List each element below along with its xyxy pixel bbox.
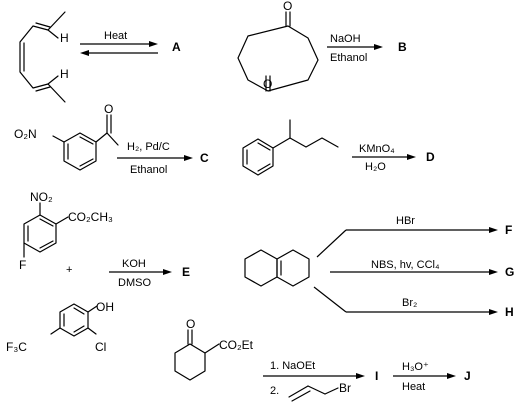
step-1-naoet: 1. NaOEt	[270, 360, 315, 372]
product-label-a: A	[172, 40, 181, 54]
bromine-label: Br	[339, 381, 351, 395]
nitroacetophenone-molecule: O₂N O	[14, 102, 119, 171]
reagent-h2-pdc: H₂, Pd/C	[127, 141, 170, 153]
ketoester-molecule: O CO₂Et	[174, 317, 254, 381]
nitro-group-label: O₂N	[14, 127, 37, 141]
reagent-h3o: H₃O⁺	[402, 361, 429, 373]
octahydronaphthalene-molecule	[244, 249, 310, 287]
reagent-br2: Br₂	[402, 297, 417, 309]
condition-heat-1: Heat	[104, 30, 127, 42]
oxygen-label-top: O	[283, 0, 292, 13]
cyclodecanedione-molecule: O O	[237, 0, 319, 92]
product-label-j: J	[464, 369, 471, 383]
ketone-oxygen-label: O	[186, 317, 195, 331]
nitro-group-label-2: NO₂	[30, 190, 53, 204]
hydroxyl-label: OH	[96, 300, 114, 314]
carbonyl-oxygen-label: O	[104, 102, 113, 116]
solvent-water: H₂O	[365, 161, 386, 173]
hydrogen-label-bottom: H	[60, 67, 69, 81]
trifluoromethyl-chlorophenol-molecule: OH Cl F₃C	[6, 300, 114, 354]
product-label-d: D	[426, 150, 435, 164]
solvent-dmso: DMSO	[118, 277, 151, 289]
product-label-c: C	[200, 151, 209, 165]
chlorine-label: Cl	[95, 340, 106, 354]
solvent-ethanol-2: Ethanol	[130, 164, 167, 176]
product-label-g: G	[505, 265, 514, 279]
allyl-bromide-molecule: Br	[288, 381, 351, 402]
plus-sign: +	[66, 264, 72, 276]
product-label-b: B	[398, 40, 407, 54]
phenylpentane-molecule	[242, 119, 339, 176]
reagent-kmno4: KMnO₄	[359, 143, 395, 155]
product-label-h: H	[505, 305, 514, 319]
reagent-nbs: NBS, hv, CCl₄	[371, 259, 440, 271]
step-2-label: 2.	[270, 385, 279, 397]
equilibrium-arrow-1	[80, 41, 158, 56]
oxygen-label-bottom: O	[263, 77, 272, 91]
product-label-i: I	[375, 369, 378, 383]
triene-molecule: H H	[19, 11, 69, 103]
reagent-koh: KOH	[122, 258, 146, 270]
methyl-ester-label: CO₂CH₃	[68, 210, 113, 224]
solvent-ethanol-1: Ethanol	[330, 52, 367, 64]
trifluoromethyl-label: F₃C	[6, 340, 27, 354]
reagent-naoh: NaOH	[330, 33, 361, 45]
reagent-hbr: HBr	[396, 215, 415, 227]
ethyl-ester-label: CO₂Et	[219, 338, 254, 352]
condition-heat-2: Heat	[402, 381, 425, 393]
product-label-f: F	[505, 223, 512, 237]
product-label-e: E	[182, 265, 190, 279]
hydrogen-label-top: H	[60, 31, 69, 45]
fluorine-label: F	[19, 258, 26, 272]
fluoronitrobenzoate-molecule: NO₂ CO₂CH₃ F	[19, 190, 113, 272]
